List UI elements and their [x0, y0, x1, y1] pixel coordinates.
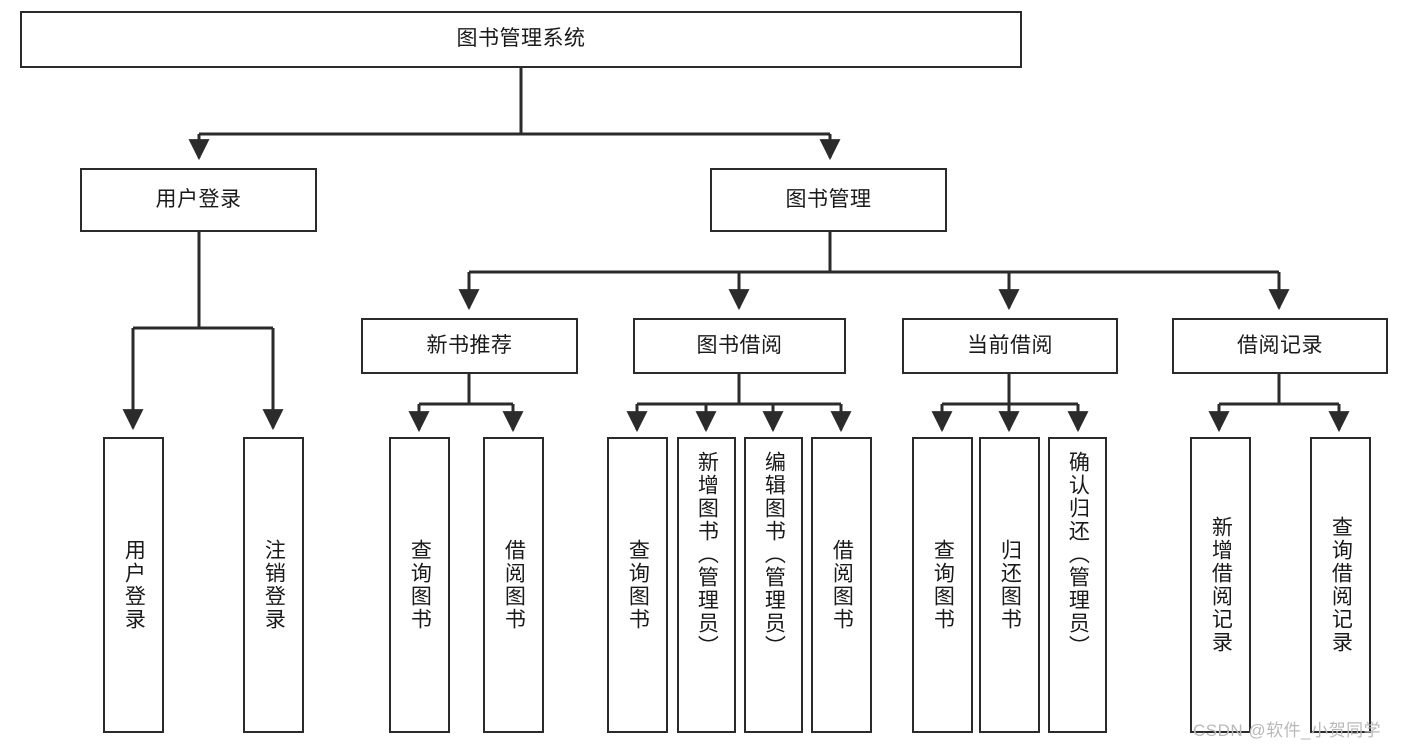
node-label: 编辑图书（管理员）: [762, 451, 786, 658]
leaf-query-book-borrow[interactable]: 查询图书: [607, 437, 668, 733]
node-label: 注销登录: [262, 539, 286, 631]
leaf-borrow-book-recommend[interactable]: 借阅图书: [483, 437, 544, 733]
node-new-book-recommend[interactable]: 新书推荐: [361, 318, 578, 374]
leaf-confirm-return-admin[interactable]: 确认归还（管理员）: [1048, 437, 1107, 733]
leaf-query-book-recommend[interactable]: 查询图书: [389, 437, 450, 733]
node-label: 借阅记录: [1237, 333, 1323, 357]
node-label: 图书借阅: [696, 333, 783, 357]
node-book-management[interactable]: 图书管理: [710, 168, 947, 232]
node-label: 用户登录: [122, 539, 146, 631]
csdn-watermark: CSDN @软件_小贺同学: [1193, 721, 1382, 740]
node-label: 借阅图书: [830, 539, 854, 631]
node-label: 新增图书（管理员）: [695, 451, 719, 658]
node-borrow-record[interactable]: 借阅记录: [1172, 318, 1388, 374]
node-label: 归还图书: [998, 539, 1022, 631]
leaf-add-borrow-record[interactable]: 新增借阅记录: [1190, 437, 1251, 733]
leaf-borrow-book[interactable]: 借阅图书: [811, 437, 872, 733]
leaf-return-book[interactable]: 归还图书: [979, 437, 1040, 733]
node-user-login[interactable]: 用户登录: [80, 168, 317, 232]
node-label: 确认归还（管理员）: [1066, 451, 1090, 658]
node-book-borrow[interactable]: 图书借阅: [633, 318, 846, 374]
leaf-query-borrow-record[interactable]: 查询借阅记录: [1310, 437, 1371, 733]
leaf-edit-book-admin[interactable]: 编辑图书（管理员）: [744, 437, 803, 733]
node-label: 图书管理系统: [456, 27, 586, 51]
node-root-system[interactable]: 图书管理系统: [20, 11, 1022, 68]
node-label: 用户登录: [155, 187, 242, 211]
node-label: 查询借阅记录: [1329, 516, 1353, 654]
node-label: 当前借阅: [967, 333, 1053, 357]
leaf-query-book-current[interactable]: 查询图书: [912, 437, 973, 733]
leaf-logout[interactable]: 注销登录: [243, 437, 304, 733]
node-label: 查询图书: [626, 539, 650, 631]
leaf-add-book-admin[interactable]: 新增图书（管理员）: [677, 437, 736, 733]
node-label: 新书推荐: [426, 333, 513, 357]
node-label: 图书管理: [785, 187, 872, 211]
node-label: 查询图书: [408, 539, 432, 631]
node-label: 借阅图书: [502, 539, 526, 631]
node-label: 查询图书: [931, 539, 955, 631]
node-label: 新增借阅记录: [1209, 516, 1233, 654]
leaf-user-login[interactable]: 用户登录: [103, 437, 164, 733]
node-current-borrow[interactable]: 当前借阅: [902, 318, 1118, 374]
